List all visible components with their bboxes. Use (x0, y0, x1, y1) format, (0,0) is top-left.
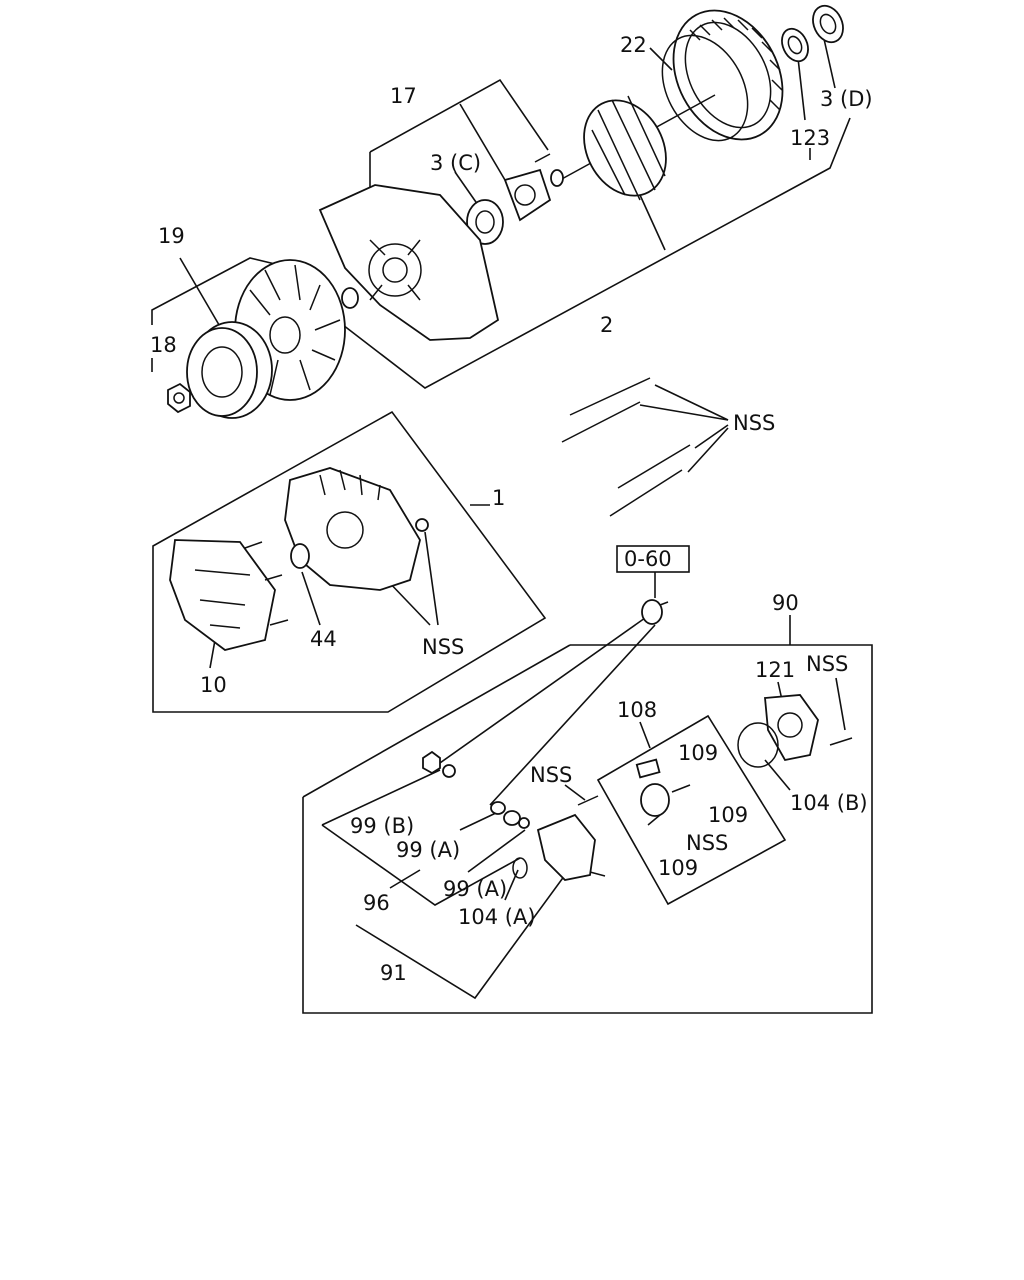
ref-leader-2 (489, 624, 656, 806)
bearing-123-part (781, 27, 809, 63)
label-nss-bolts: NSS (733, 411, 775, 435)
rotor-part (550, 94, 716, 201)
label-99b: 99 (B) (350, 814, 414, 838)
regulator-screw-part (577, 795, 599, 806)
o-ring-104b-part (737, 722, 779, 768)
label-nss-reg: NSS (530, 763, 572, 787)
label-17: 17 (390, 84, 417, 108)
leader-44 (301, 571, 321, 626)
label-109b: 109 (708, 803, 748, 827)
label-22: 22 (620, 33, 647, 57)
leader-123 (797, 57, 806, 121)
nss-leader-bolt1 (654, 384, 729, 421)
nut-small-frame-part (415, 518, 429, 532)
group-1-outline (152, 410, 547, 713)
brush-holder-part (635, 758, 691, 826)
leader-99a2 (467, 829, 526, 873)
bushing-44-part (290, 543, 310, 569)
washer-99b-part (442, 764, 456, 778)
label-96: 96 (363, 891, 390, 915)
label-121: 121 (755, 658, 795, 682)
rear-frame-part (284, 467, 421, 591)
label-99a1: 99 (A) (396, 838, 460, 862)
label-109c: 109 (658, 856, 698, 880)
reference-box (616, 545, 690, 573)
label-109a: 109 (678, 741, 718, 765)
group-90-diag-a (302, 644, 571, 798)
cover-screw-part (829, 737, 853, 746)
leader-96 (389, 869, 421, 889)
label-123: 123 (790, 126, 830, 150)
group-90-outline (302, 644, 873, 1014)
through-bolts-part (561, 377, 691, 517)
leader-99a1 (459, 811, 499, 831)
seal-ring-part (341, 287, 359, 309)
label-nss-frame: NSS (422, 635, 464, 659)
nss-leader-frame1 (424, 531, 439, 626)
label-90: 90 (772, 591, 799, 615)
bracket-96 (321, 824, 521, 906)
label-3d: 3 (D) (820, 87, 873, 111)
bracket-99b (321, 769, 441, 826)
leader-3c (454, 171, 479, 206)
label-104a: 104 (A) (458, 905, 536, 929)
bracket-2 (329, 117, 851, 389)
bracket-91 (355, 874, 566, 1000)
label-108: 108 (617, 698, 657, 722)
label-2: 2 (600, 313, 613, 337)
stator-part (661, 9, 784, 142)
label-3c: 3 (C) (430, 151, 481, 175)
nss-leader-bolt2 (639, 404, 729, 421)
label-104b: 104 (B) (790, 791, 868, 815)
bracket-17 (369, 78, 549, 153)
leader-104b (764, 759, 791, 791)
regulator-part (536, 813, 606, 881)
nut-part (167, 382, 191, 414)
label-91: 91 (380, 961, 407, 985)
nss-leader-bolt4 (687, 427, 729, 473)
terminal-connector-part (641, 599, 669, 625)
leader-nss-cover (835, 677, 846, 731)
bearing-3c-part (466, 199, 504, 245)
pulley-part (186, 321, 273, 419)
label-44: 44 (310, 627, 337, 651)
label-1: 1 (492, 486, 505, 510)
label-nss-cover: NSS (806, 652, 848, 676)
label-nss-brush: NSS (686, 831, 728, 855)
drive-end-frame-part (318, 184, 500, 341)
group-108-outline (596, 714, 787, 906)
leader-nss-reg (564, 784, 586, 801)
bracket-17-leader (459, 103, 506, 181)
bearing-3d-part (812, 4, 844, 44)
label-ref: 0-60 (624, 547, 672, 571)
ref-leader-1 (429, 617, 646, 771)
label-18: 18 (150, 333, 177, 357)
bracket-2-leader (639, 194, 666, 251)
retainer-plate-part (503, 168, 552, 222)
leader-22 (649, 47, 673, 71)
leader-10 (209, 639, 216, 669)
rear-cover-part (764, 694, 819, 762)
nss-leader-bolt3 (694, 424, 729, 449)
o-ring-104a-part (512, 857, 528, 879)
label-99a2: 99 (A) (443, 877, 507, 901)
leader-108 (639, 721, 651, 749)
leader-19 (179, 257, 223, 331)
rectifier-plate-part (169, 539, 289, 651)
label-19: 19 (158, 224, 185, 248)
washers-99a-part (490, 801, 530, 829)
label-10: 10 (200, 673, 227, 697)
screw-small-part (534, 153, 551, 163)
nut-96-part (422, 750, 441, 775)
